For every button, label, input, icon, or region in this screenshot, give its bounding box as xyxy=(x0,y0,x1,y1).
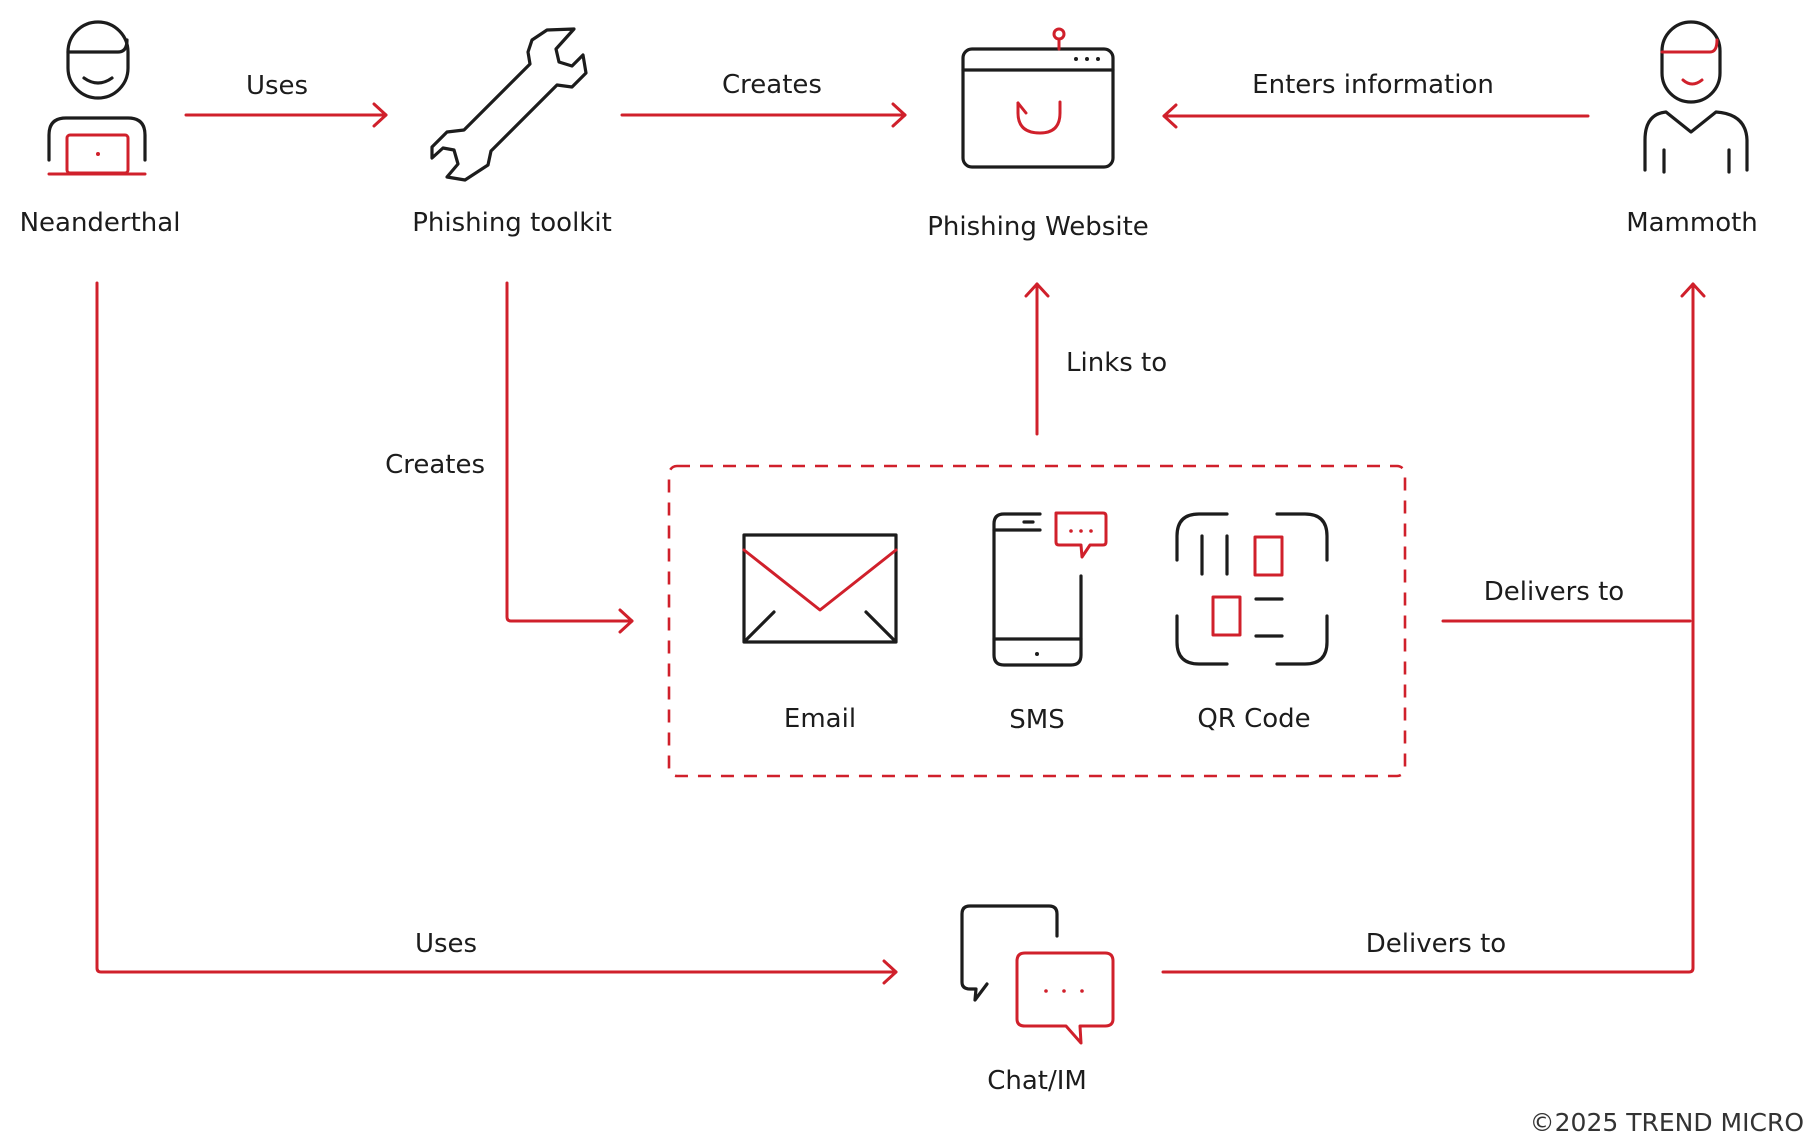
node-label-neanderthal: Neanderthal xyxy=(20,208,181,238)
node-label-chat: Chat/IM xyxy=(987,1066,1087,1096)
chat-bubbles-icon xyxy=(960,904,1115,1045)
person-with-laptop-icon xyxy=(47,20,147,176)
person-icon xyxy=(1643,20,1749,174)
envelope-icon xyxy=(742,533,898,644)
edge-label-delivers-to-chat: Delivers to xyxy=(1366,929,1506,959)
node-label-toolkit: Phishing toolkit xyxy=(412,208,612,238)
arrow-uses-chat xyxy=(95,281,898,985)
wrench-icon xyxy=(430,27,588,182)
node-label-qr: QR Code xyxy=(1197,704,1310,734)
node-label-website: Phishing Website xyxy=(927,212,1149,242)
edge-label-enters-information: Enters information xyxy=(1252,70,1494,100)
node-label-email: Email xyxy=(784,704,856,734)
arrow-uses-toolkit xyxy=(184,102,388,128)
browser-hook-icon xyxy=(961,27,1115,169)
edge-label-creates-lures: Creates xyxy=(385,450,485,480)
edge-label-delivers-to-lures: Delivers to xyxy=(1484,577,1624,607)
arrow-creates-lures xyxy=(505,281,634,634)
edge-label-uses-toolkit: Uses xyxy=(246,71,308,101)
edge-label-links-to: Links to xyxy=(1066,348,1167,378)
edge-label-uses-chat: Uses xyxy=(415,929,477,959)
edge-label-creates-website: Creates xyxy=(722,70,822,100)
node-label-mammoth: Mammoth xyxy=(1626,208,1758,238)
copyright: ©2025 TREND MICRO xyxy=(1530,1108,1804,1137)
arrow-creates-website xyxy=(620,102,907,128)
lure-group-box xyxy=(667,464,1407,778)
arrow-up-to-mammoth xyxy=(1161,282,1706,974)
qr-code-icon xyxy=(1175,512,1329,666)
arrow-enters-information xyxy=(1162,103,1590,129)
phone-message-icon xyxy=(992,511,1108,667)
node-label-sms: SMS xyxy=(1009,705,1064,735)
arrow-links-to xyxy=(1024,282,1050,436)
